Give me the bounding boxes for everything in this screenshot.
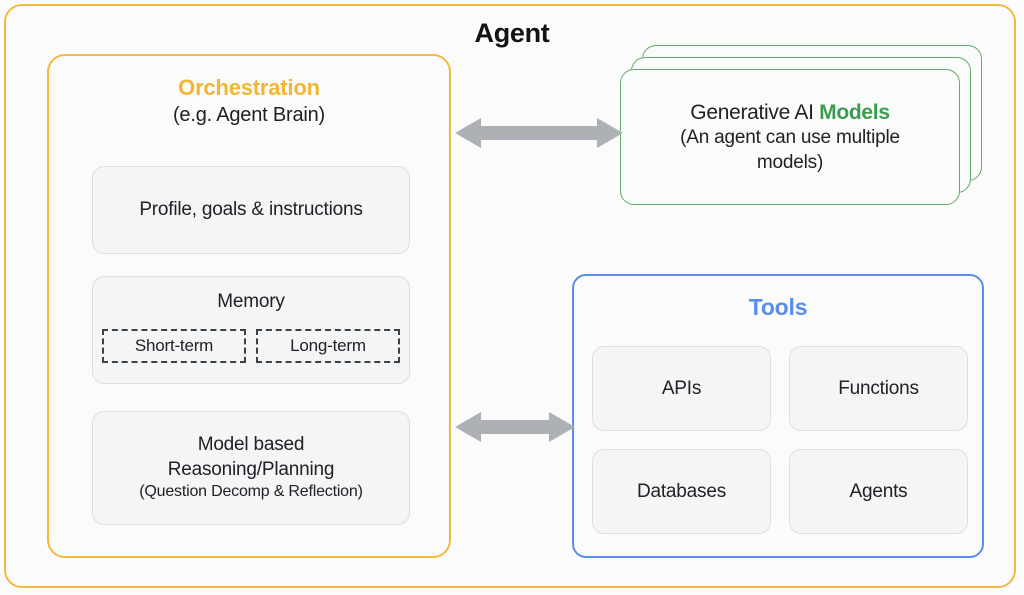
memory-chip-long-term: Long-term — [256, 329, 400, 363]
arrow-orchestration-to-tools-icon — [455, 412, 575, 442]
tool-card-databases: Databases — [592, 449, 771, 534]
tool-card-apis-label: APIs — [661, 377, 702, 399]
orchestration-panel: Orchestration (e.g. Agent Brain) Profile… — [47, 54, 451, 558]
memory-title: Memory — [217, 291, 285, 312]
models-stack-layer-front: Generative AI Models (An agent can use m… — [620, 69, 960, 205]
models-subtitle-line-2: models) — [756, 151, 824, 173]
reasoning-line-3: (Question Decomp & Reflection) — [139, 483, 363, 501]
tool-card-agents-label: Agents — [849, 480, 908, 502]
models-subtitle-line-1: (An agent can use multiple — [680, 126, 900, 148]
reasoning-line-2: Reasoning/Planning — [167, 458, 335, 480]
memory-chip-short-term: Short-term — [102, 329, 246, 363]
tool-card-databases-label: Databases — [636, 480, 727, 502]
arrow-orchestration-to-models-icon — [455, 118, 623, 148]
reasoning-line-1: Model based — [197, 434, 305, 456]
tools-title: Tools — [748, 294, 808, 320]
orchestration-subtitle: (e.g. Agent Brain) — [172, 104, 326, 126]
card-profile-goals-instructions: Profile, goals & instructions — [92, 166, 410, 254]
tool-card-apis: APIs — [592, 346, 771, 431]
models-heading-prefix: Generative AI — [690, 100, 820, 124]
card-profile-label: Profile, goals & instructions — [139, 199, 363, 220]
tool-card-functions-label: Functions — [838, 377, 919, 399]
orchestration-title: Orchestration — [178, 75, 320, 100]
card-model-based-reasoning: Model based Reasoning/Planning (Question… — [92, 411, 410, 525]
tool-card-agents: Agents — [789, 449, 968, 534]
tools-panel: Tools APIs Functions Databases Agents — [572, 274, 984, 558]
tool-card-functions: Functions — [789, 346, 968, 431]
card-memory: Memory Short-term Long-term — [92, 276, 410, 384]
memory-chip-row: Short-term Long-term — [93, 329, 409, 363]
tools-grid: APIs Functions Databases Agents — [592, 346, 968, 534]
models-heading: Generative AI Models — [690, 99, 890, 126]
models-heading-strong: Models — [819, 100, 890, 124]
generative-ai-models-stack: Generative AI Models (An agent can use m… — [620, 45, 982, 231]
page-title: Agent — [474, 18, 550, 48]
